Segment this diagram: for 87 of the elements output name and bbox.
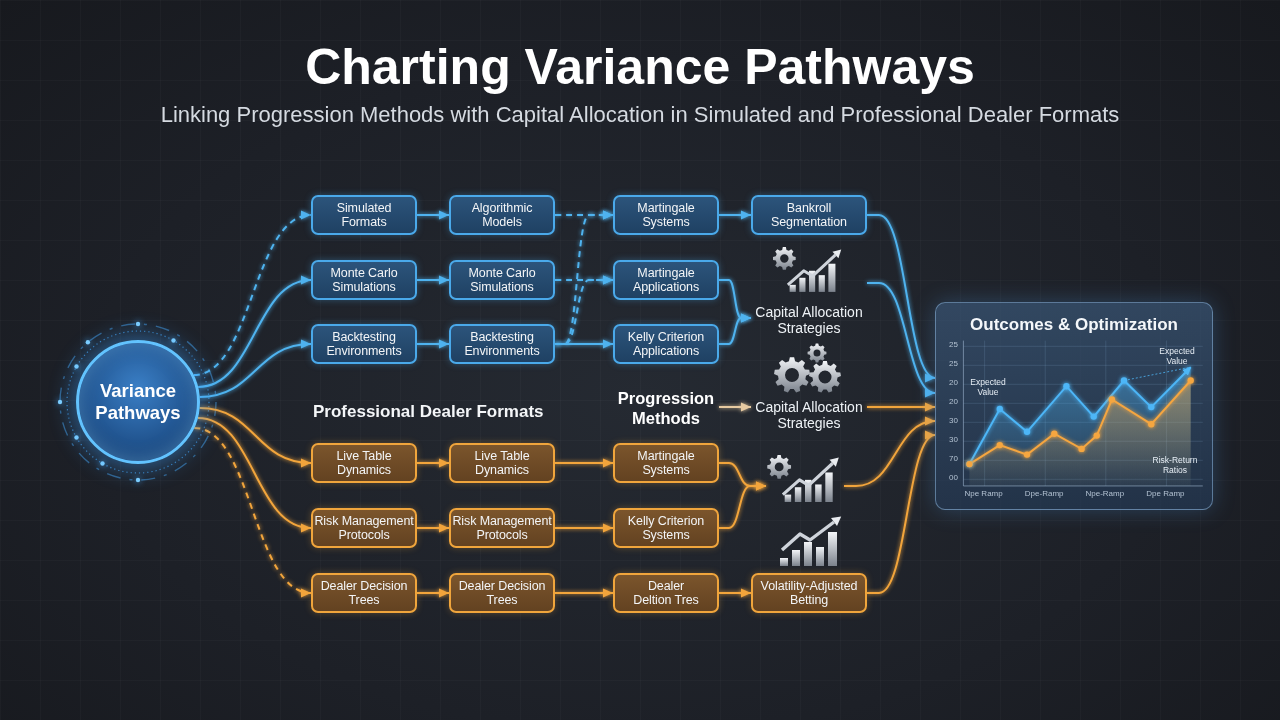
arrow: [197, 277, 312, 388]
axis-tick-label: 30: [949, 416, 958, 427]
process-box: [613, 324, 719, 364]
process-box: [311, 573, 417, 613]
section-heading: Professional Dealer Formats: [313, 401, 544, 423]
process-box: [613, 443, 719, 483]
node-label: Kelly Criterion Systems: [626, 513, 706, 543]
process-box: [449, 573, 555, 613]
node-label: Monte Carlo Simulations: [467, 265, 537, 295]
arrow: [416, 458, 450, 468]
arrow: [843, 417, 936, 487]
arrow: [866, 282, 936, 395]
axis-tick-label: Npe-Ramp: [1085, 489, 1125, 499]
node-label: Backtesting Environments: [325, 329, 403, 359]
node-label: Dealer Deltion Tres: [632, 578, 700, 608]
arrow: [193, 427, 312, 596]
chart-annotation: Expected Value: [969, 377, 1007, 397]
node-label: Capital Allocation Strategies: [754, 304, 864, 336]
node-label: Martingale Systems: [636, 448, 696, 478]
chart-annotation: Expected Value: [1158, 346, 1196, 366]
chart-panel: [935, 302, 1213, 510]
process-box: [311, 260, 417, 300]
arrow: [198, 340, 312, 398]
node-label: Kelly Criterion Applications: [626, 329, 706, 359]
node-label: Dealer Decision Trees: [320, 578, 408, 608]
node-label: Live Table Dynamics: [335, 448, 393, 478]
axis-tick-label: 20: [949, 378, 958, 389]
arrow: [554, 588, 614, 598]
node-label: Progression Methods: [613, 386, 719, 430]
arrow: [198, 407, 312, 467]
node-label: Volatility-Adjusted Betting: [759, 578, 859, 608]
process-box: [751, 573, 867, 613]
arrow: [554, 458, 614, 468]
arrow: [718, 402, 752, 412]
arrow: [718, 313, 752, 345]
title: Charting Variance Pathways: [305, 38, 975, 96]
arrow: [718, 588, 752, 598]
node-label: Capital Allocation Strategies: [754, 399, 864, 431]
node-label: Risk Management Protocols: [451, 513, 553, 543]
node-label: Martingale Systems: [636, 200, 696, 230]
arrow: [416, 523, 450, 533]
arrow: [718, 481, 767, 529]
panel-title: Outcomes & Optimization: [970, 315, 1178, 335]
node-label: Backtesting Environments: [463, 329, 541, 359]
axis-tick-label: 70: [949, 454, 958, 465]
arrow: [416, 275, 450, 285]
arrow: [718, 210, 752, 220]
axis-tick-label: Npe Ramp: [964, 489, 1003, 499]
axis-tick-label: 00: [949, 473, 958, 484]
node-label: Martingale Applications: [631, 265, 701, 295]
hub-circle: [76, 340, 200, 464]
process-box: [613, 508, 719, 548]
process-box: [613, 195, 719, 235]
process-box: [449, 443, 555, 483]
arrow: [192, 212, 312, 376]
process-box: [311, 443, 417, 483]
node-label: Simulated Formats: [335, 200, 393, 230]
process-box: [449, 195, 555, 235]
arrow: [196, 417, 312, 531]
process-box: [311, 195, 417, 235]
node-label: Bankroll Segmentation: [770, 200, 848, 230]
arrow: [416, 210, 450, 220]
axis-tick-label: Dpe-Ramp: [1024, 489, 1064, 499]
axis-tick-label: 25: [949, 359, 958, 370]
arrow: [866, 402, 936, 412]
axis-tick-label: 25: [949, 340, 958, 351]
chart-annotation: Risk-Return Ratios: [1151, 455, 1199, 475]
node-label: Monte Carlo Simulations: [329, 265, 399, 295]
axis-tick-label: 30: [949, 435, 958, 446]
arrow: [416, 588, 450, 598]
subtitle: Linking Progression Methods with Capital Allocation in Simulated and Professional Dealer Formats: [160, 101, 1120, 129]
axis-tick-label: Dpe Ramp: [1146, 489, 1185, 499]
node-label: Algorithmic Models: [470, 200, 534, 230]
arrow: [554, 523, 614, 533]
node-label: Dealer Decision Trees: [458, 578, 546, 608]
node-label: Risk Management Protocols: [313, 513, 415, 543]
process-box: [613, 260, 719, 300]
process-box: [449, 260, 555, 300]
node-label: Variance Pathways: [94, 380, 182, 424]
arrow: [416, 339, 450, 349]
process-box: [613, 573, 719, 613]
arrow: [554, 275, 614, 345]
axis-tick-label: 20: [949, 397, 958, 408]
node-label: Live Table Dynamics: [473, 448, 531, 478]
process-box: [751, 195, 867, 235]
process-box: [449, 324, 555, 364]
process-box: [311, 324, 417, 364]
